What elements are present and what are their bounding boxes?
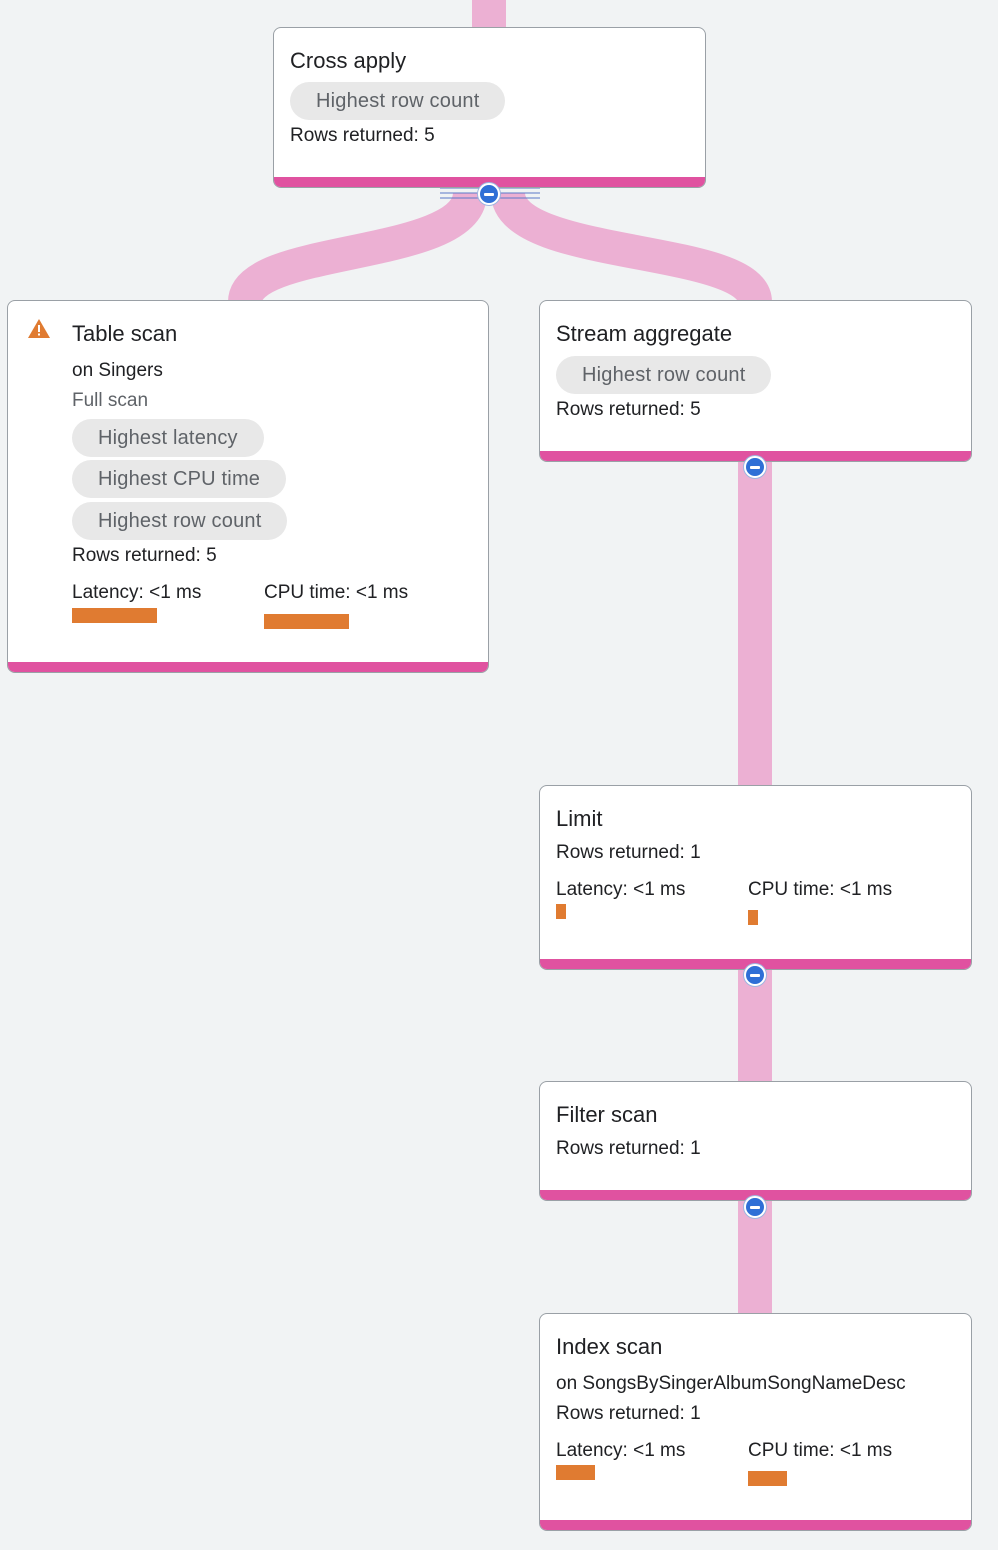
latency-bar <box>556 904 566 919</box>
rows-returned: Rows returned: 1 <box>556 842 701 863</box>
node-status-bar <box>274 177 705 187</box>
chip-highest-row-count: Highest row count <box>556 356 772 394</box>
node-status-bar <box>540 1520 971 1530</box>
scan-type: Full scan <box>72 390 149 411</box>
node-title: Index scan <box>556 1334 663 1359</box>
collapse-minus-icon[interactable] <box>744 964 766 986</box>
latency-label: Latency: <1 ms <box>556 1440 686 1461</box>
rows-returned: Rows returned: 5 <box>72 545 217 566</box>
cpu-time-bar <box>748 910 758 925</box>
node-cross-apply[interactable]: Cross apply Highest row count Rows retur… <box>273 27 706 188</box>
cpu-time-bar <box>264 614 349 629</box>
latency-label: Latency: <1 ms <box>556 879 686 900</box>
node-status-bar <box>8 662 488 672</box>
node-target-table: on Singers <box>72 360 163 381</box>
latency-bar <box>556 1465 595 1480</box>
chip-highest-row-count: Highest row count <box>72 502 288 540</box>
rows-returned: Rows returned: 5 <box>290 125 435 146</box>
cpu-time-bar <box>748 1471 787 1486</box>
rows-returned: Rows returned: 1 <box>556 1138 701 1159</box>
edge-cross-apply-to-table-scan <box>228 190 487 306</box>
chip-highest-latency: Highest latency <box>72 419 264 457</box>
collapse-minus-icon[interactable] <box>478 183 500 205</box>
node-index-scan[interactable]: Index scan on SongsBySingerAlbumSongName… <box>539 1313 972 1531</box>
node-title: Filter scan <box>556 1102 658 1127</box>
node-stream-aggregate[interactable]: Stream aggregate Highest row count Rows … <box>539 300 972 462</box>
warning-triangle-icon <box>28 319 50 338</box>
node-table-scan[interactable]: Table scan on Singers Full scan Highest … <box>7 300 489 673</box>
node-status-bar <box>540 1190 971 1200</box>
rows-returned: Rows returned: 5 <box>556 399 701 420</box>
chip-highest-row-count: Highest row count <box>290 82 506 120</box>
node-title: Stream aggregate <box>556 321 733 346</box>
edge-cross-apply-to-stream-aggregate <box>491 189 772 306</box>
node-target-index: on SongsBySingerAlbumSongNameDesc <box>556 1373 906 1394</box>
rows-returned: Rows returned: 1 <box>556 1403 701 1424</box>
node-limit[interactable]: Limit Rows returned: 1 Latency: <1 ms CP… <box>539 785 972 970</box>
chip-highest-cpu-time: Highest CPU time <box>72 460 287 498</box>
latency-label: Latency: <1 ms <box>72 582 202 603</box>
node-filter-scan[interactable]: Filter scan Rows returned: 1 <box>539 1081 972 1201</box>
node-title: Cross apply <box>290 48 407 73</box>
latency-bar <box>72 608 157 623</box>
node-title: Table scan <box>72 321 178 346</box>
node-title: Limit <box>556 806 603 831</box>
cpu-time-label: CPU time: <1 ms <box>264 582 409 603</box>
collapse-minus-icon[interactable] <box>744 1196 766 1218</box>
cpu-time-label: CPU time: <1 ms <box>748 1440 893 1461</box>
collapse-minus-icon[interactable] <box>744 456 766 478</box>
cpu-time-label: CPU time: <1 ms <box>748 879 893 900</box>
